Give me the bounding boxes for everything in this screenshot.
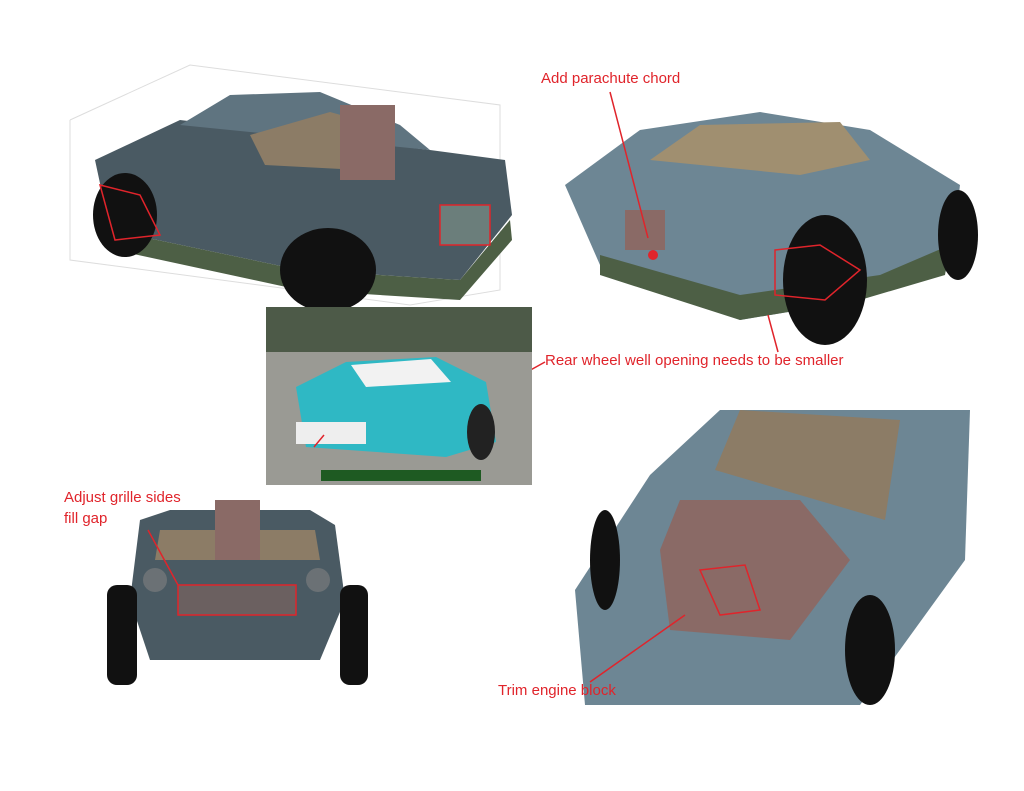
annotation-grille-line2: fill gap <box>64 510 108 527</box>
car-render-front-view <box>107 500 368 685</box>
car-render-top-view <box>575 410 970 705</box>
reference-photo <box>266 307 532 485</box>
arrow-to-rear-wheel <box>767 314 779 353</box>
annotation-engine: Trim engine block <box>498 682 616 699</box>
annotation-wheel-well: Rear wheel well opening needs to be smal… <box>545 352 844 369</box>
car-render-rear-view <box>565 91 978 345</box>
annotation-parachute: Add parachute chord <box>541 70 681 87</box>
annotation-grille-line1: Adjust grille sides <box>64 489 181 506</box>
annotation-grille: Adjust grille sides fill gap <box>64 487 181 529</box>
car-render-side-view <box>69 64 512 312</box>
